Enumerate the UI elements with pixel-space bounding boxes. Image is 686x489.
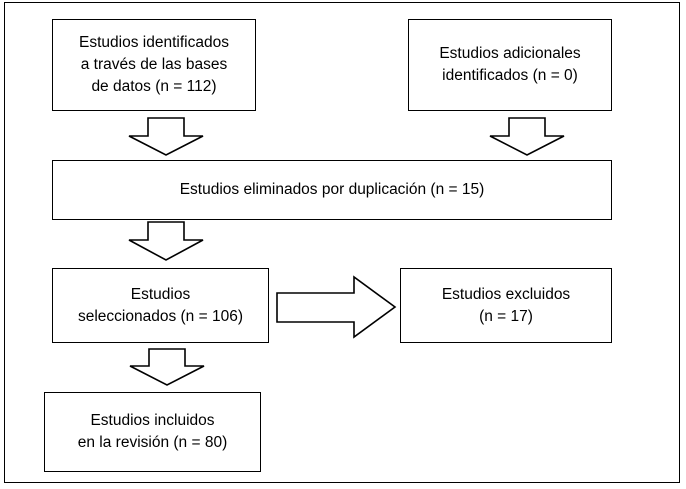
box-additional-studies: Estudios adicionales identificados (n = … — [408, 19, 612, 111]
box-excluded-studies-text: Estudios excluidos (n = 17) — [441, 285, 571, 325]
arrow-down-identified-icon — [128, 117, 204, 156]
box-duplicates-removed: Estudios eliminados por duplicación (n =… — [52, 160, 612, 220]
arrow-down-selected-icon — [129, 348, 205, 386]
diagram-frame: Estudios identificados a través de las b… — [4, 2, 680, 483]
box-identified-databases: Estudios identificados a través de las b… — [52, 19, 256, 111]
box-identified-databases-text: Estudios identificados a través de las b… — [79, 34, 229, 95]
box-selected-studies: Estudios seleccionados (n = 106) — [52, 268, 269, 343]
box-excluded-studies: Estudios excluidos (n = 17) — [400, 268, 612, 343]
box-duplicates-removed-text: Estudios eliminados por duplicación (n =… — [179, 181, 485, 198]
box-included-studies-text: Estudios incluidos en la revisión (n = 8… — [77, 412, 228, 451]
box-included-studies: Estudios incluidos en la revisión (n = 8… — [44, 392, 261, 472]
arrow-right-excluded-icon — [276, 275, 397, 339]
arrow-down-duplicates-icon — [128, 221, 204, 261]
box-additional-studies-text: Estudios adicionales identificados (n = … — [439, 45, 581, 84]
box-selected-studies-text: Estudios seleccionados (n = 106) — [77, 285, 243, 325]
arrow-down-additional-icon — [489, 117, 565, 156]
